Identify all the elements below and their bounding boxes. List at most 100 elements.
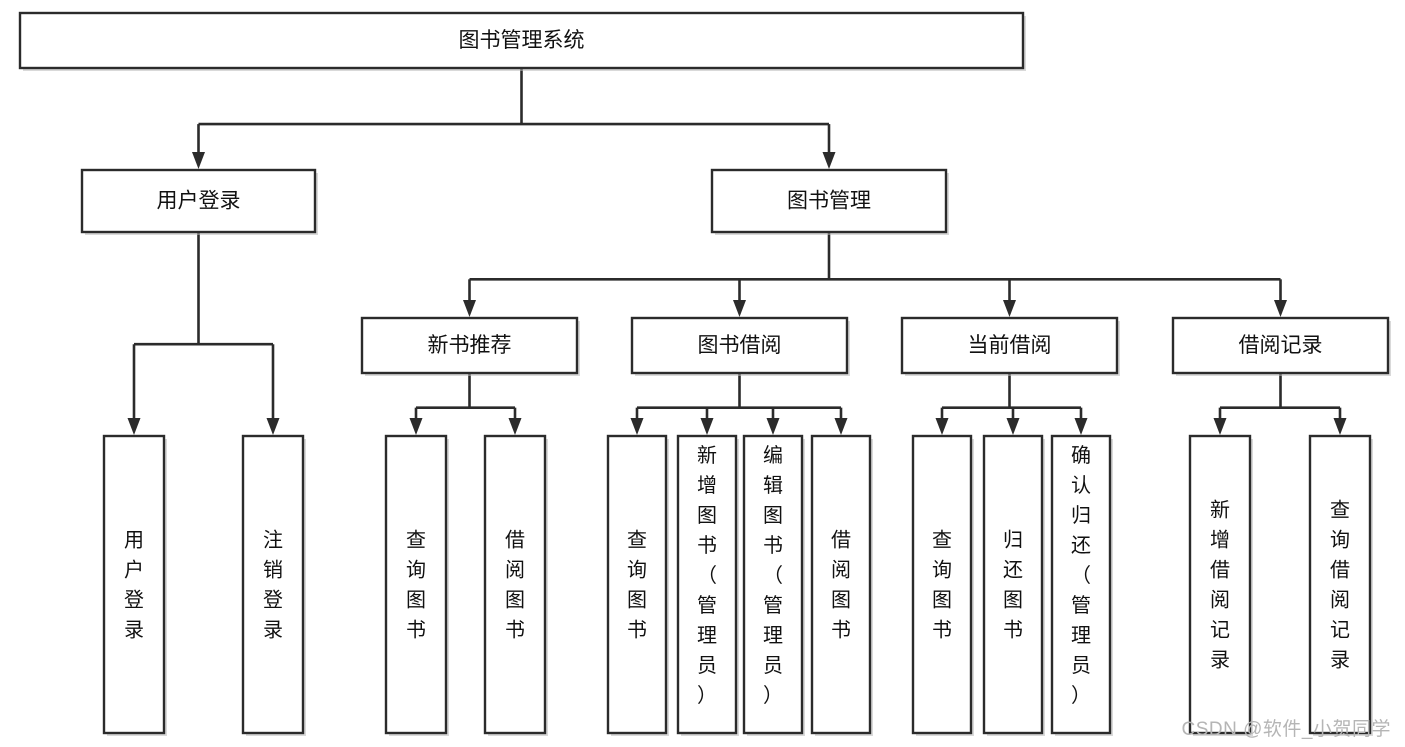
- node-label-char: 用: [124, 530, 144, 552]
- node-book-borrow[interactable]: 图书借阅: [630, 316, 850, 376]
- node-label-char: 还: [1003, 559, 1023, 582]
- node-rect[interactable]: [1171, 316, 1390, 375]
- node-label: 图书管理系统: [459, 29, 585, 52]
- node-label: 当前借阅: [968, 334, 1052, 357]
- node-label-char: 销: [263, 559, 283, 582]
- node-label-char: 登: [124, 589, 144, 612]
- node-rect[interactable]: [102, 434, 166, 735]
- node-label-char: 阅: [505, 559, 525, 582]
- node-rect[interactable]: [742, 434, 804, 735]
- node-label-char: 理: [697, 625, 717, 647]
- node-label-char: 确: [1071, 444, 1091, 467]
- node-new-book-rec[interactable]: 新书推荐: [360, 316, 580, 376]
- edge-arrowhead: [733, 300, 746, 317]
- node-label-char: 管: [763, 594, 783, 617]
- node-rect[interactable]: [900, 316, 1119, 375]
- node-label-char: 阅: [831, 559, 851, 582]
- edge-arrowhead: [700, 418, 714, 435]
- node-label-char: 阅: [1330, 589, 1350, 612]
- node-label-char: 查: [627, 529, 647, 552]
- node-label-char: 编: [763, 444, 783, 467]
- node-label-char: 记: [1330, 619, 1350, 642]
- node-leaf-user-login[interactable]: 用户登录: [102, 434, 167, 736]
- node-label-char: 员: [763, 655, 783, 677]
- node-label-char: 图: [763, 505, 783, 527]
- node-current-borrow[interactable]: 当前借阅: [900, 316, 1120, 376]
- node-rect[interactable]: [384, 434, 448, 735]
- node-label-char: 查: [406, 529, 426, 552]
- node-label-char: 借: [505, 529, 525, 552]
- edge-arrowhead: [127, 418, 141, 435]
- node-label: 用户登录: [157, 190, 241, 213]
- node-label-char: 借: [831, 529, 851, 552]
- node-label-char: 图: [505, 590, 525, 612]
- node-label-char: 书: [831, 619, 851, 642]
- node-rect[interactable]: [710, 168, 948, 234]
- edge-arrowhead: [192, 152, 205, 169]
- node-user-login[interactable]: 用户登录: [80, 168, 318, 235]
- node-borrow-record[interactable]: 借阅记录: [1171, 316, 1391, 376]
- node-label-char: 图: [697, 505, 717, 527]
- node-label-char: 理: [763, 625, 783, 647]
- node-rect[interactable]: [911, 434, 973, 735]
- node-label-char: 录: [1210, 650, 1230, 672]
- nodes-layer: 图书管理系统用户登录图书管理新书推荐图书借阅当前借阅借阅记录用户登录注销登录查询…: [18, 11, 1391, 736]
- node-rect[interactable]: [1188, 434, 1252, 735]
- node-label-char: 图: [831, 590, 851, 612]
- node-label-char: 辑: [763, 474, 783, 497]
- edge-arrowhead: [630, 418, 644, 435]
- node-label-char: 书: [763, 534, 783, 557]
- node-label-char: （: [763, 564, 783, 587]
- node-label-char: 书: [505, 619, 525, 642]
- node-label-char: ）: [763, 684, 783, 707]
- node-rect[interactable]: [483, 434, 547, 735]
- node-label-char: 理: [1071, 625, 1091, 647]
- edge-arrowhead: [1074, 418, 1088, 435]
- node-label-char: 借: [1330, 559, 1350, 582]
- node-label-char: 书: [697, 534, 717, 557]
- node-root[interactable]: 图书管理系统: [18, 11, 1026, 71]
- node-rect[interactable]: [18, 11, 1025, 70]
- node-label: 图书管理: [787, 190, 871, 213]
- node-label-char: 查: [1330, 499, 1350, 522]
- node-label-char: 增: [697, 474, 717, 497]
- node-rect[interactable]: [810, 434, 872, 735]
- node-label-char: 图: [932, 590, 952, 612]
- edge-arrowhead: [822, 152, 836, 169]
- node-label-char: 管: [697, 594, 717, 617]
- edges-layer: [127, 68, 1347, 435]
- node-rect[interactable]: [606, 434, 668, 735]
- node-rect[interactable]: [630, 316, 849, 375]
- node-label: 借阅记录: [1239, 334, 1323, 357]
- edge-arrowhead: [834, 418, 848, 435]
- node-rect[interactable]: [676, 434, 738, 735]
- node-label-char: ）: [1071, 684, 1091, 707]
- node-rect[interactable]: [80, 168, 317, 234]
- edge-arrowhead: [508, 418, 522, 435]
- node-label-char: 员: [1071, 655, 1091, 677]
- node-label-char: 录: [124, 620, 144, 642]
- node-book-manage[interactable]: 图书管理: [710, 168, 949, 235]
- node-rect[interactable]: [360, 316, 579, 375]
- node-label-char: （: [1071, 564, 1091, 587]
- edge-arrowhead: [935, 418, 949, 435]
- node-rect[interactable]: [241, 434, 305, 735]
- node-rect[interactable]: [982, 434, 1044, 735]
- node-rect[interactable]: [1050, 434, 1112, 735]
- node-rect[interactable]: [1308, 434, 1372, 735]
- node-label-char: 书: [627, 619, 647, 642]
